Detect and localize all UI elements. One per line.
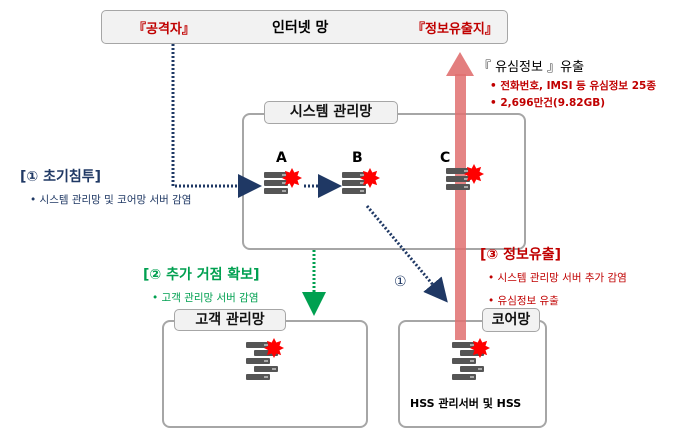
step3-bullet-1: • 시스템 관리망 서버 추가 감염 — [488, 272, 627, 284]
leak-bullet-1: • 전화번호, IMSI 등 유심정보 25종 — [490, 80, 657, 92]
step3-bullet-2: • 유심정보 유출 — [488, 295, 559, 307]
infection-burst-icon — [264, 338, 284, 358]
infection-burst-icon — [360, 168, 380, 188]
server-a-icon — [264, 168, 302, 194]
leak-bullet-2: • 2,696만건(9.82GB) — [490, 97, 606, 109]
infection-burst-icon — [282, 168, 302, 188]
server-c-icon — [446, 164, 484, 190]
internet-bar — [101, 10, 508, 44]
leak-site-label: 『정보유출지』 — [412, 22, 498, 37]
attacker-label: 『공격자』 — [133, 22, 195, 37]
server-c-label: C — [440, 150, 451, 166]
internet-label: 인터넷 망 — [272, 20, 329, 36]
hss-server-icon — [452, 338, 490, 380]
step3-title: [③ 정보유출] — [480, 247, 562, 263]
server-b-label: B — [352, 150, 363, 166]
step1-marker: ① — [394, 274, 407, 290]
infection-burst-icon — [464, 164, 484, 184]
step1-bullet: • 시스템 관리망 및 코어망 서버 감염 — [30, 194, 192, 206]
infection-burst-icon — [470, 338, 490, 358]
core-caption: HSS 관리서버 및 HSS — [410, 397, 522, 410]
server-a-label: A — [276, 150, 287, 166]
step2-bullet: • 고객 관리망 서버 감염 — [152, 292, 259, 304]
step2-title: [② 추가 거점 확보] — [143, 267, 260, 283]
leak-title: 『 유심정보 』유출 — [478, 60, 585, 75]
core-network-label: 코어망 — [482, 308, 540, 332]
customer-network-label: 고객 관리망 — [174, 309, 286, 331]
step1-title: [① 초기침투] — [20, 169, 102, 185]
exfiltration-arrow-head — [446, 52, 474, 76]
system-network-label: 시스템 관리망 — [264, 101, 398, 124]
customer-server-icon — [246, 338, 284, 380]
initial-intrusion-arrow — [171, 44, 262, 198]
server-b-icon — [342, 168, 380, 194]
exfiltration-arrow-shaft — [455, 74, 466, 340]
